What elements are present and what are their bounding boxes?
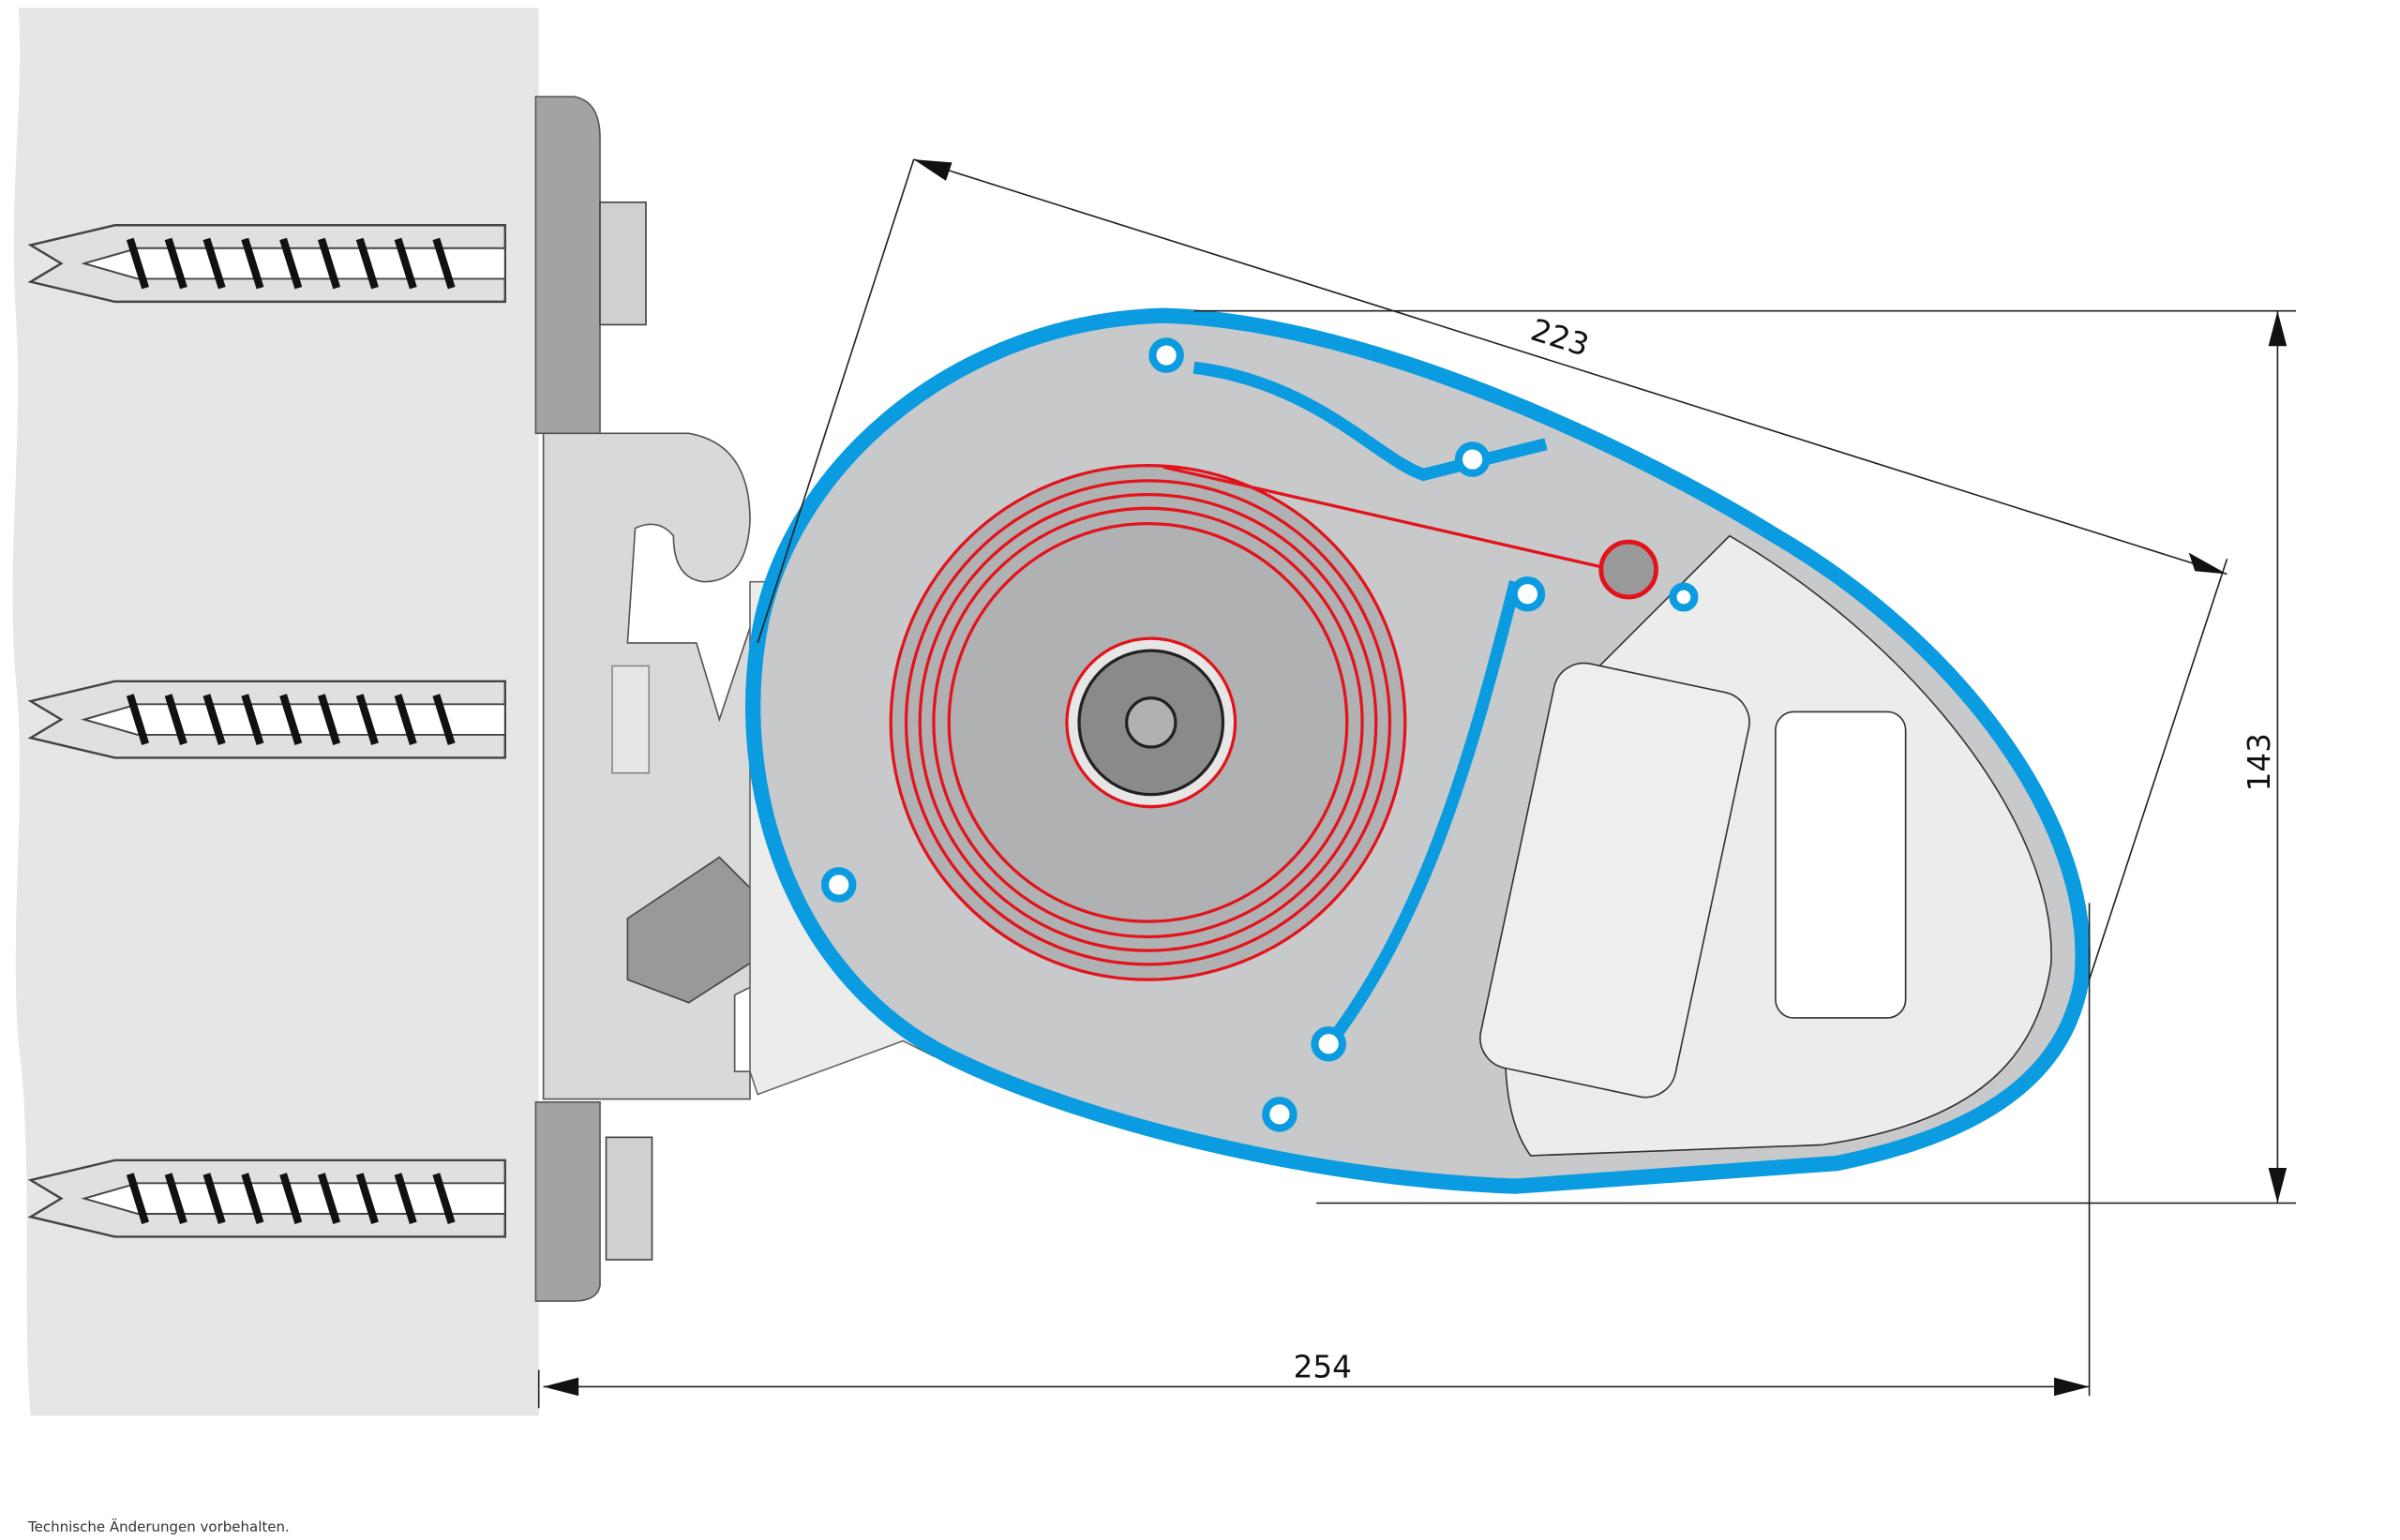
wall-plate xyxy=(534,96,601,1302)
arm-bracket xyxy=(1775,710,1907,1019)
roller-axle xyxy=(1125,696,1178,749)
screw-channels xyxy=(820,337,1699,1132)
screw-anchor-bottom xyxy=(27,1136,653,1261)
dimension-lines xyxy=(537,158,2296,1409)
dimension-height-label: 143 xyxy=(2242,733,2277,791)
screw-anchor-top xyxy=(27,201,647,326)
top-rib xyxy=(1192,361,1548,482)
motor-block xyxy=(1479,662,1750,1099)
front-bar-rod xyxy=(1598,539,1658,600)
screw-anchor-middle xyxy=(27,665,651,774)
dimension-width-label: 254 xyxy=(1294,1350,1352,1385)
inner-divider xyxy=(1327,580,1522,1045)
footnote: Technische Änderungen vorbehalten. xyxy=(28,1518,290,1535)
